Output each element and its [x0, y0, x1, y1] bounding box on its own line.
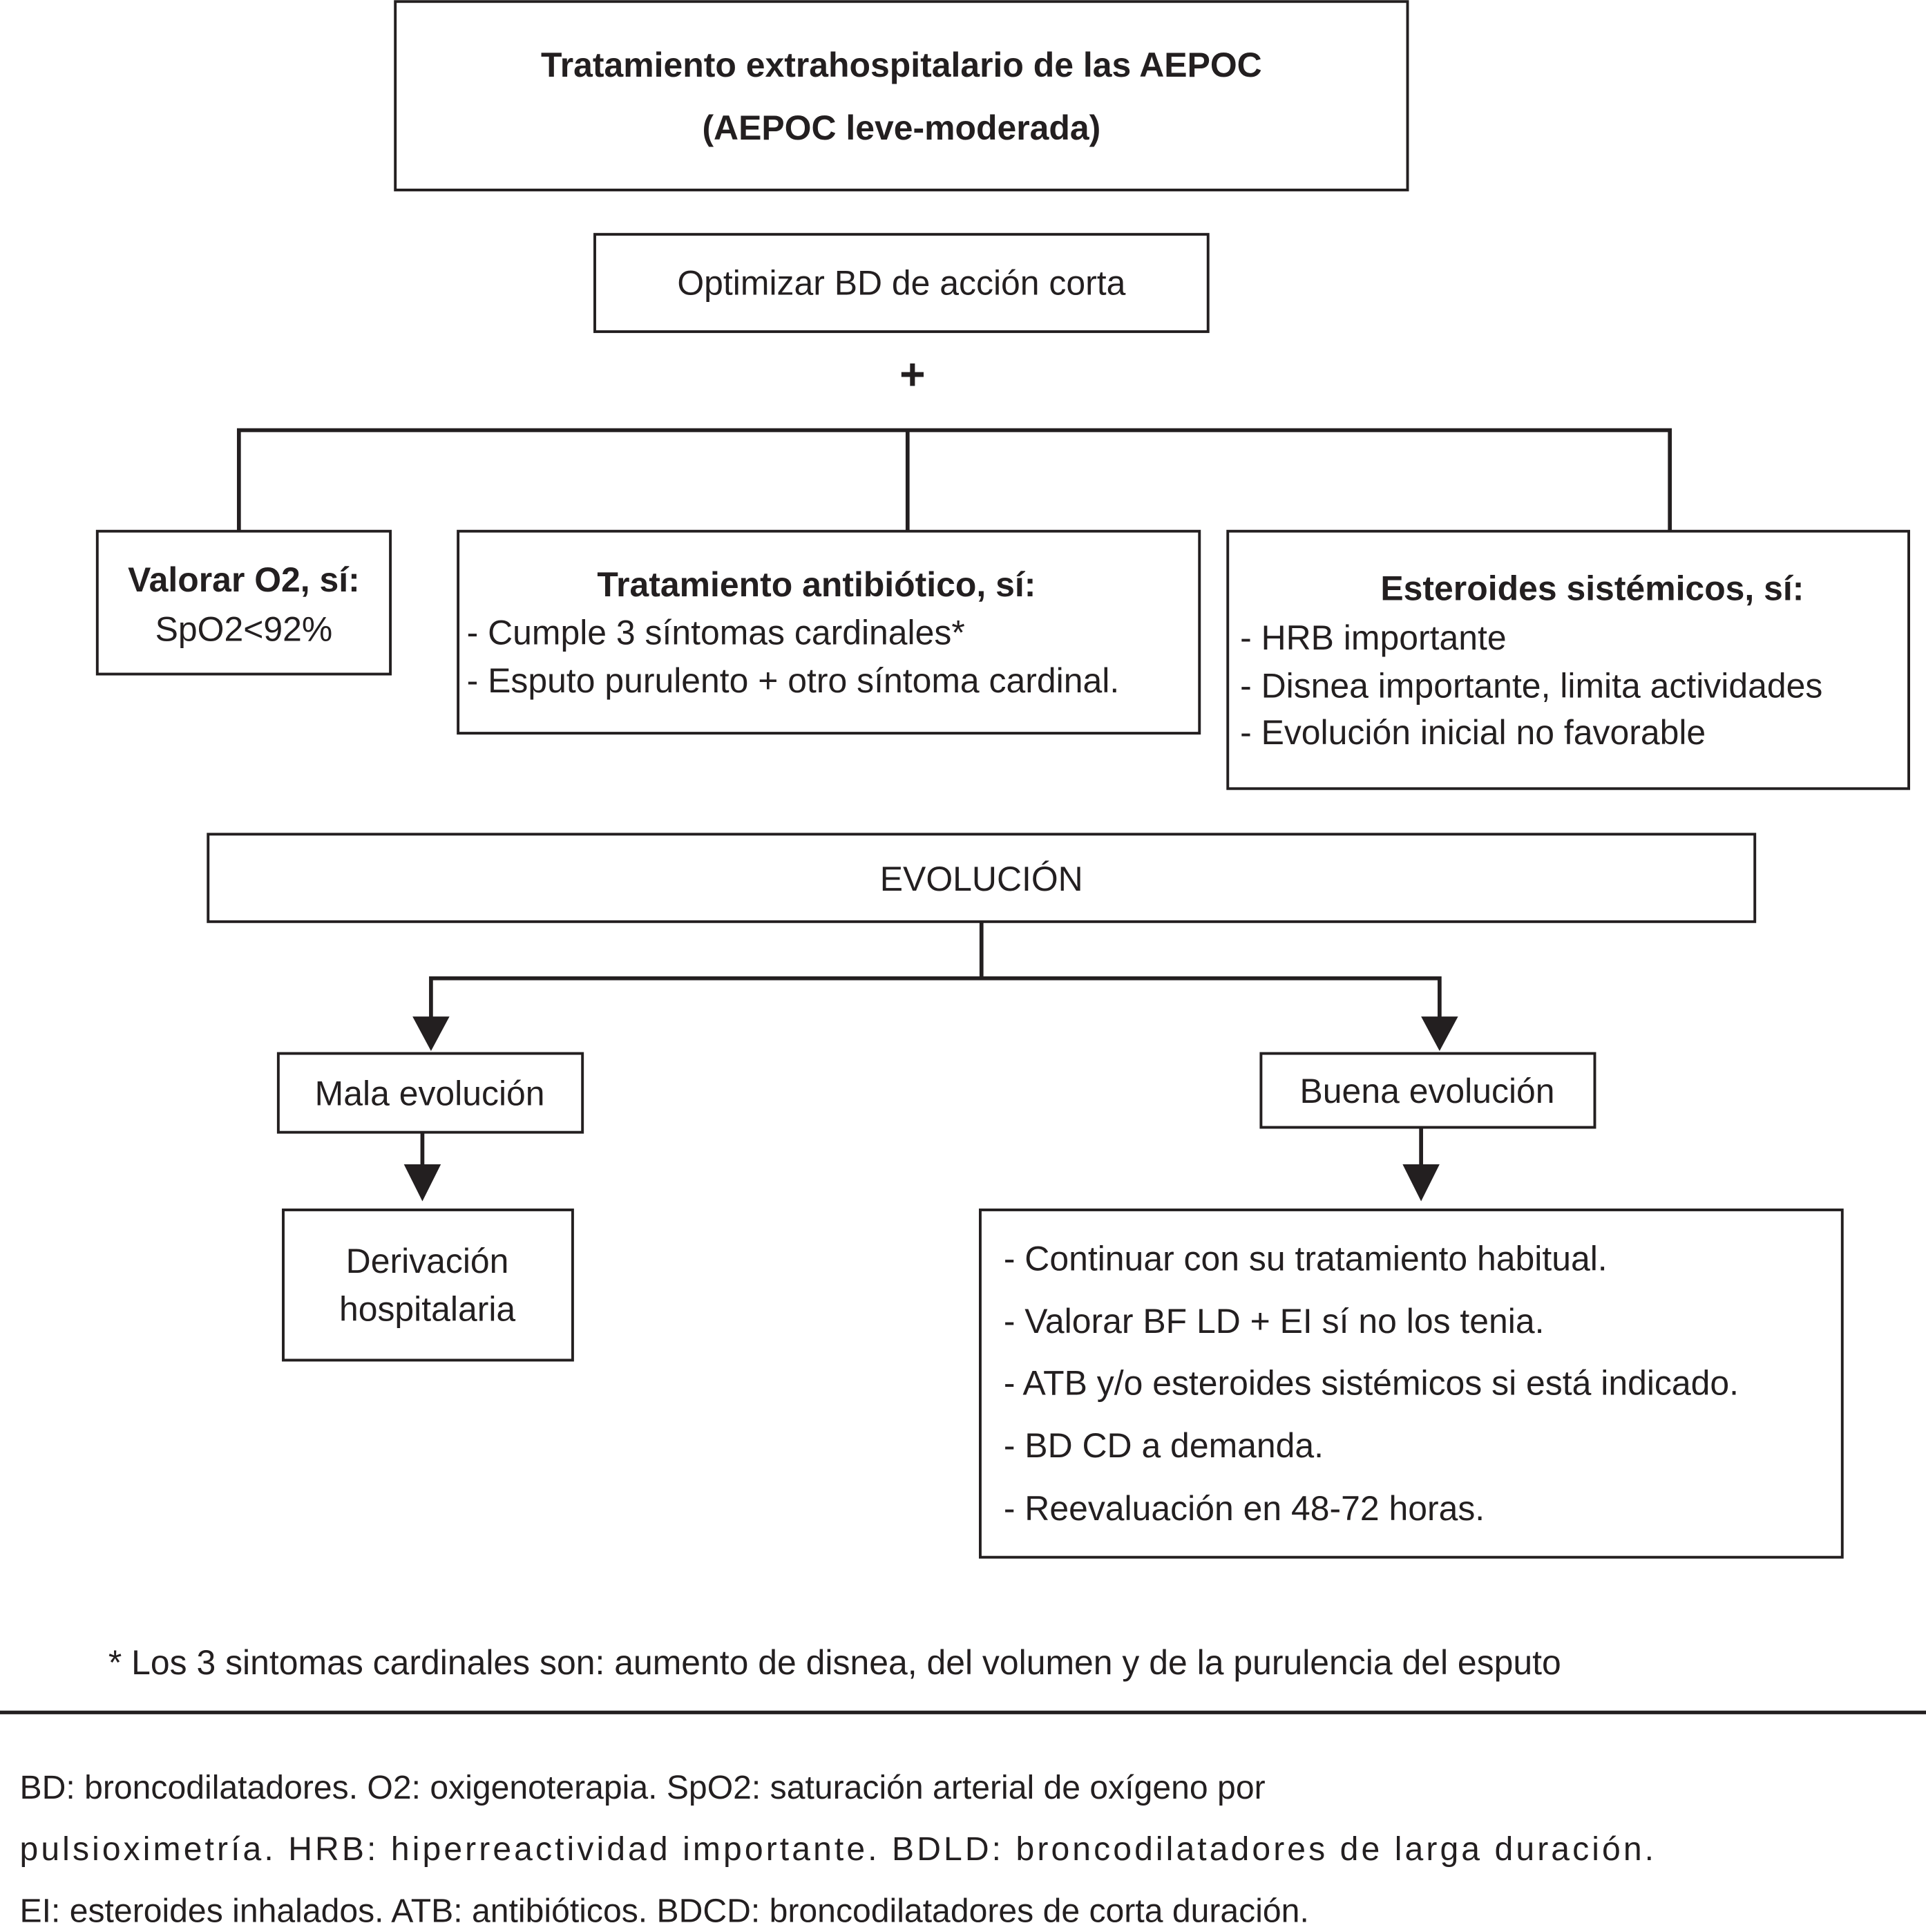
bad-evolution-text: Mala evolución — [315, 1074, 545, 1112]
evolution-box — [207, 833, 1757, 923]
good-evolution-text: Buena evolución — [1300, 1072, 1555, 1110]
step1-text: Optimizar BD de acción corta — [677, 263, 1125, 302]
antibiotic-box — [457, 529, 1201, 735]
arrow-down-icon — [412, 1016, 450, 1051]
plus-sign: + — [899, 350, 925, 399]
steroids-item: - Evolución inicial no favorable — [1240, 713, 1706, 752]
title-box — [394, 0, 1409, 191]
abbreviations-line: BD: broncodilatadores. O2: oxigenoterapi… — [20, 1769, 1266, 1806]
good-action-item: - BD CD a demanda. — [1004, 1426, 1324, 1465]
oxygen-box — [95, 529, 392, 676]
referral-line2: hospitalaria — [339, 1289, 515, 1328]
referral-line1: Derivación — [346, 1242, 509, 1280]
referral-box — [282, 1208, 574, 1362]
arrow-down-icon — [403, 1164, 441, 1202]
branch-connector — [236, 428, 1672, 530]
steroids-item: - HRB importante — [1240, 618, 1507, 657]
evolution-connector — [429, 921, 1442, 1018]
abbreviations-line: pulsioximetría. HRB: hiperreactividad im… — [20, 1830, 1655, 1868]
good-evolution-box — [1259, 1052, 1596, 1129]
steroids-box — [1226, 529, 1911, 790]
good-action-item: - Continuar con su tratamiento habitual. — [1004, 1239, 1608, 1278]
bad-evolution-box — [276, 1052, 584, 1134]
good-action-item: - Valorar BF LD + EI sí no los tenia. — [1004, 1302, 1545, 1341]
abbreviations-line: EI: esteroides inhalados. ATB: antibióti… — [20, 1892, 1309, 1929]
antibiotic-item: - Esputo purulento + otro síntoma cardin… — [467, 661, 1120, 700]
title-line2: (AEPOC leve-moderada) — [702, 108, 1100, 147]
step1-box — [593, 233, 1210, 333]
oxygen-title: Valorar O2, sí: — [128, 560, 360, 599]
steroids-title: Esteroides sistémicos, sí: — [1380, 569, 1804, 608]
steroids-item: - Disnea importante, limita actividades — [1240, 666, 1822, 705]
evolution-text: EVOLUCIÓN — [880, 860, 1083, 898]
arrow-down-icon — [1402, 1164, 1440, 1202]
antibiotic-title: Tratamiento antibiótico, sí: — [597, 565, 1036, 604]
arrow-down-icon — [1421, 1016, 1458, 1051]
oxygen-criterion: SpO2<92% — [155, 609, 333, 648]
title-line1: Tratamiento extrahospitalario de las AEP… — [541, 46, 1262, 84]
good-action-item: - Reevaluación en 48-72 horas. — [1004, 1489, 1485, 1528]
antibiotic-item: - Cumple 3 síntomas cardinales* — [467, 614, 965, 652]
good-actions-box — [978, 1208, 1844, 1559]
good-action-item: - ATB y/o esteroides sistémicos si está … — [1004, 1363, 1739, 1402]
footnote: * Los 3 sintomas cardinales son: aumento… — [108, 1643, 1561, 1682]
